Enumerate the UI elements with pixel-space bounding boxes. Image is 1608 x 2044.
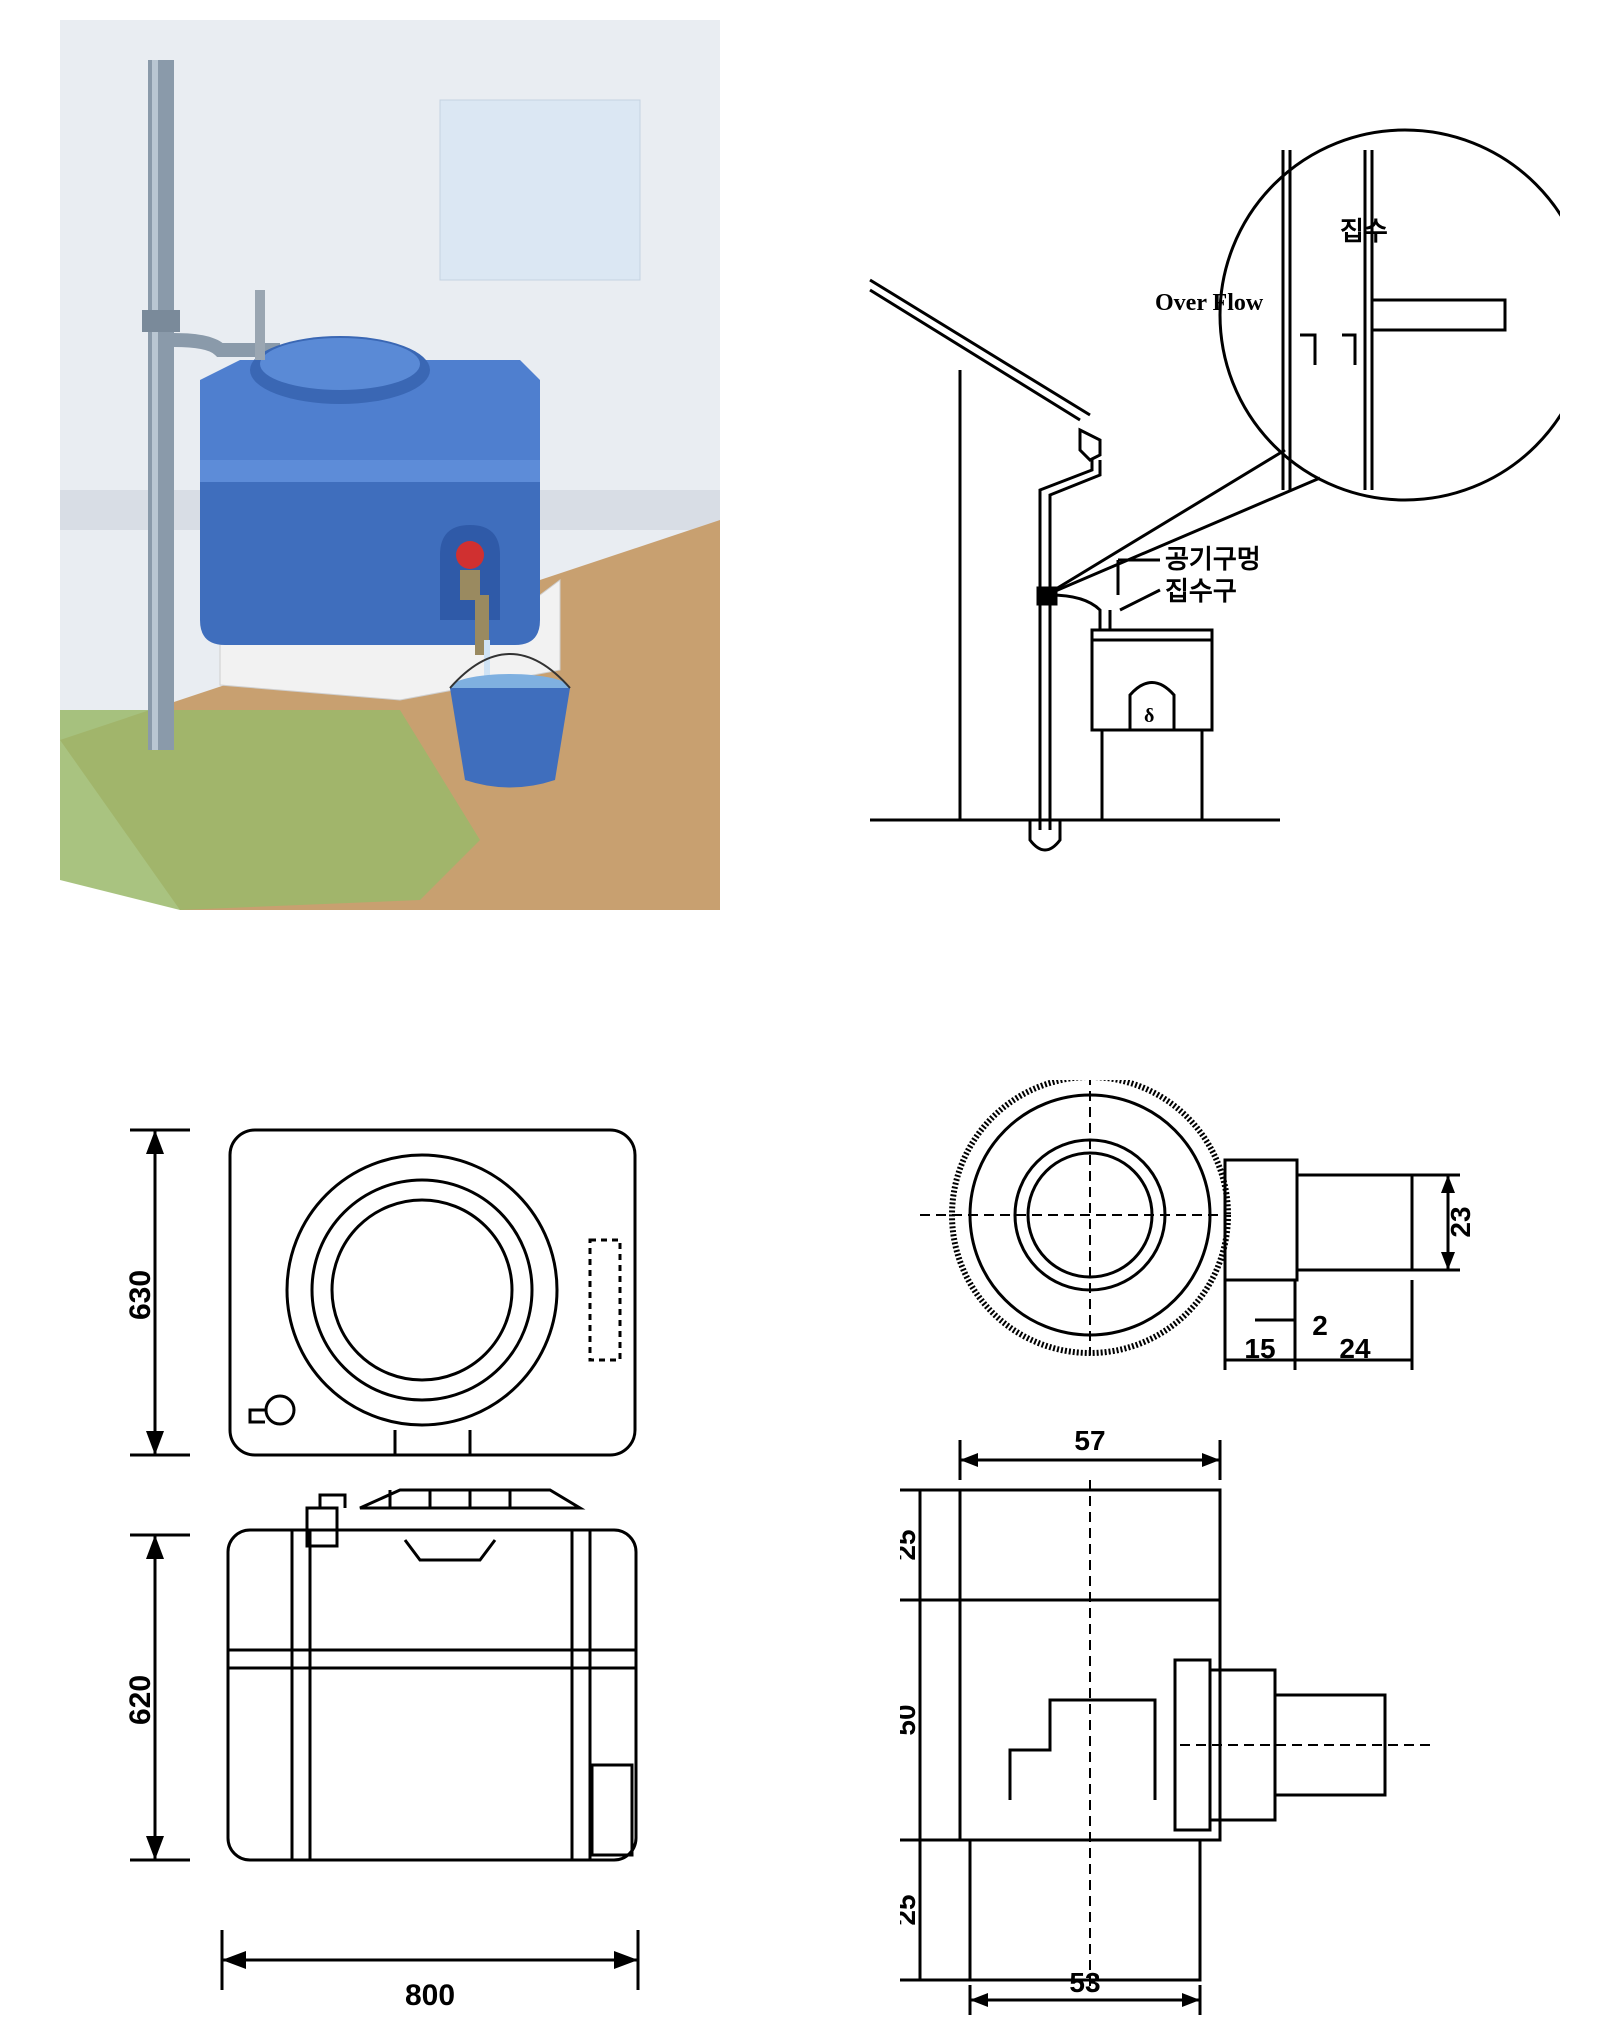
tank-side-view (226, 1528, 638, 1862)
rain-tank-illustration (40, 20, 720, 910)
fitting-outlet-front (1273, 1693, 1387, 1797)
dim-upper-height: 25 (900, 1529, 921, 1560)
dim-collar: 15 (1244, 1333, 1275, 1364)
tank-lid-profile (359, 1488, 586, 1510)
fitting-drawing-svg: 23 2 15 24 57 25 50 25 53 (900, 1080, 1476, 2015)
roof-line (869, 278, 1091, 417)
bucket (449, 653, 571, 788)
callout-collect-label: 집수 (1340, 217, 1388, 246)
dim-middle-height: 50 (900, 1704, 921, 1735)
inlet-pipe (255, 290, 265, 360)
blue-tank (200, 290, 540, 655)
installation-schematic: 집수 Over Flow 공기구멍 집수구 δ (869, 128, 1560, 852)
dim-bottom-width: 53 (1069, 1967, 1100, 1998)
dim-gap: 2 (1312, 1310, 1328, 1341)
downspout-line (1038, 460, 1102, 830)
tank-valve-recess (1128, 681, 1176, 730)
dim-outlet-dia: 23 (1445, 1206, 1476, 1237)
dim-top-height: 630 (124, 1270, 157, 1320)
tank-mark: δ (1144, 705, 1154, 727)
fitting-lower-section (968, 1838, 1202, 1982)
tank-faucet-recess (590, 1763, 634, 1857)
dim-lower-height: 25 (900, 1894, 921, 1925)
air-hole-label: 공기구멍 (1165, 545, 1261, 574)
valve-handle (456, 541, 484, 569)
dim-outlet-len: 24 (1339, 1333, 1371, 1364)
fitting-dimension-drawing: 23 2 15 24 57 25 50 25 53 (900, 1080, 1500, 2020)
fitting-collar-top (1223, 1158, 1299, 1282)
callout-circle (1218, 128, 1560, 502)
tank-dimension-drawing: 630 620 800 (110, 1090, 670, 2020)
fitting-outlet-top (1295, 1173, 1414, 1272)
grass (60, 710, 480, 910)
inlet-label: 집수구 (1165, 577, 1237, 606)
fitting-top-outer (949, 1080, 1231, 1356)
installation-diagram: 집수 Over Flow 공기구멍 집수구 δ (860, 90, 1560, 890)
callout-overflow-label: Over Flow (1155, 290, 1264, 316)
dim-body-height: 620 (124, 1675, 157, 1725)
dim-top-width: 57 (1074, 1425, 1105, 1456)
dim-width: 800 (405, 1979, 455, 2012)
faucet (460, 570, 480, 600)
tank-drawing-svg: 630 620 800 (124, 1128, 640, 2012)
illustration-art (40, 20, 720, 910)
gutter (1078, 427, 1102, 462)
tank-top-view (228, 1128, 637, 1457)
downspout-pipe (148, 60, 174, 750)
window (439, 99, 641, 281)
